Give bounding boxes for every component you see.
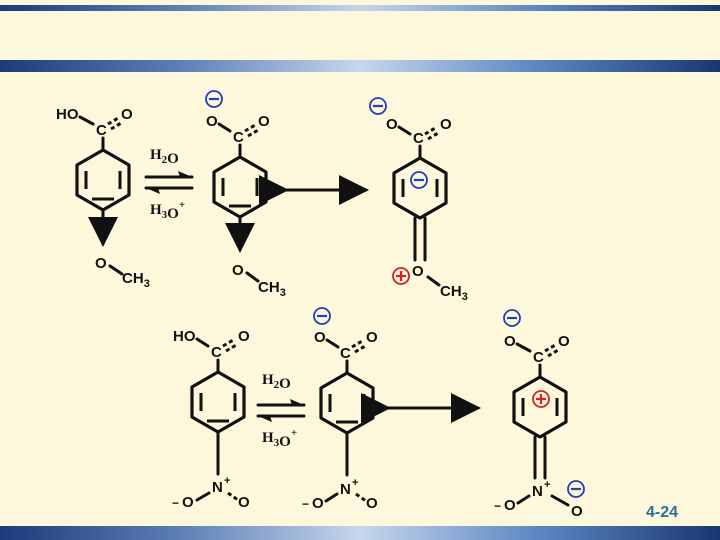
atom-carboxyl-carbon: C — [340, 345, 351, 362]
atom-methyl: CH3 — [258, 279, 286, 299]
methoxy-resonance-form: O O C O CH3 — [368, 96, 468, 303]
charge-plus: + — [224, 475, 230, 487]
benzene-ring — [212, 155, 268, 219]
charge-minus: − — [172, 496, 179, 510]
atom-carboxylate-oxygen: O — [314, 329, 326, 346]
atom-carboxyl-carbon: C — [211, 344, 222, 361]
circled-minus-icon — [312, 306, 332, 326]
circled-minus-icon — [368, 96, 388, 116]
circled-minus-icon — [502, 308, 522, 328]
reagent-hydronium: H3O+ — [150, 199, 185, 222]
atom-carbonyl-oxygen: O — [121, 106, 133, 123]
atom-carboxylate-oxygen: O — [504, 333, 516, 350]
circled-minus-icon — [204, 89, 224, 109]
atom-methyl: CH3 — [440, 283, 468, 303]
atom-ether-oxygen: O — [95, 255, 107, 272]
atom-ether-oxygen: O — [232, 262, 244, 279]
atom-carboxyl-carbon: C — [533, 349, 544, 366]
atom-carboxylate-oxygen: O — [206, 113, 218, 130]
nitro-carboxylate: O O C N + − O O — [302, 306, 378, 512]
row-nitro: HO O C N + − O O H2O H3O+ — [172, 306, 586, 520]
charge-minus: − — [302, 497, 309, 511]
slide-number: 4-24 — [646, 504, 679, 521]
equilibrium-arrows-top: H2O H3O+ — [144, 147, 194, 222]
atom-methyl: CH3 — [122, 270, 150, 290]
atom-hydroxyl: HO — [173, 328, 196, 345]
charge-plus: + — [544, 479, 550, 491]
atom-nitro-oxygen: O — [312, 495, 324, 512]
header-band — [0, 60, 720, 72]
atom-nitro-oxygen: O — [182, 494, 194, 511]
circled-minus-icon — [409, 170, 429, 190]
circled-minus-icon — [566, 479, 586, 499]
benzene-ring — [190, 370, 246, 434]
atom-carboxylate-oxygen: O — [386, 116, 398, 133]
methoxy-acid: HO O C O CH3 — [56, 106, 150, 290]
atom-carbonyl-oxygen: O — [238, 328, 250, 345]
benzene-ring — [319, 371, 375, 435]
atom-carbonyl-oxygen: O — [366, 329, 378, 346]
methoxy-carboxylate: O O C O CH3 — [204, 89, 286, 299]
atom-nitro-nitrogen: N — [532, 483, 543, 500]
atom-carbonyl-oxygen: O — [440, 116, 452, 133]
atom-carboxyl-carbon: C — [233, 129, 244, 146]
footer-band — [0, 526, 720, 540]
atom-nitro-oxygen: O — [366, 495, 378, 512]
atom-oxonium-oxygen: O — [412, 263, 424, 280]
circled-plus-icon — [531, 389, 551, 409]
atom-nitro-oxygen: O — [504, 497, 516, 514]
equilibrium-arrows-bottom: H2O H3O+ — [256, 372, 306, 450]
nitro-acid: HO O C N + − O O — [172, 328, 250, 511]
atom-nitro-oxygen: O — [571, 503, 583, 520]
atom-nitro-oxygen: O — [238, 494, 250, 511]
atom-carboxyl-carbon: C — [96, 122, 107, 139]
atom-nitro-nitrogen: N — [340, 481, 351, 498]
charge-plus: + — [352, 477, 358, 489]
row-methoxy: HO O C O CH3 H2O H3O+ O O C — [56, 89, 468, 303]
benzene-ring — [75, 148, 131, 212]
reagent-water: H2O — [150, 147, 179, 167]
circled-plus-icon — [391, 266, 411, 286]
atom-carbonyl-oxygen: O — [558, 333, 570, 350]
atom-nitro-nitrogen: N — [212, 479, 223, 496]
reagent-hydronium: H3O+ — [262, 427, 297, 450]
charge-minus: − — [494, 499, 501, 513]
atom-carboxyl-carbon: C — [413, 130, 424, 147]
atom-hydroxyl: HO — [56, 106, 79, 123]
header-band-thin — [0, 5, 720, 11]
reagent-water: H2O — [262, 372, 291, 392]
atom-carbonyl-oxygen: O — [258, 113, 270, 130]
nitro-resonance-form: O O C N + − O O — [494, 308, 586, 520]
